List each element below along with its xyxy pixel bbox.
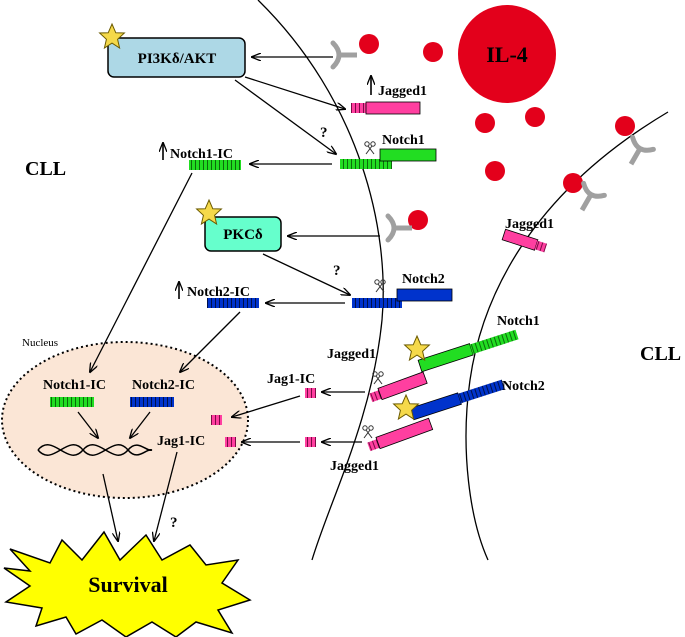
jagged1-ligand — [501, 228, 539, 251]
jag1-ic-fragment — [305, 437, 316, 447]
nuc-notch2-ic-label: Notch2-IC — [132, 378, 195, 393]
jag1-ic-fragment — [225, 437, 236, 447]
jag1-ic-fragment — [211, 415, 222, 425]
jagged1-mid-label: Jagged1 — [327, 347, 376, 362]
jagged1-bottom-label: Jagged1 — [330, 459, 379, 474]
question-mark: ? — [170, 515, 178, 531]
ligand-dot — [408, 210, 428, 230]
ligand-dot — [485, 161, 505, 181]
nucleus-label: Nucleus — [22, 337, 58, 349]
nuc-notch1-ic-label: Notch1-IC — [43, 378, 106, 393]
notch2-ic-up-label: Notch2-IC — [187, 285, 250, 300]
jagged1-ic-domain — [369, 390, 382, 403]
jagged1-ligand — [365, 101, 421, 115]
jagged1-cell2-label: Jagged1 — [505, 217, 554, 232]
il4-label: IL-4 — [486, 42, 528, 67]
receptor-icon — [621, 137, 654, 170]
ligand-dot — [615, 116, 635, 136]
jag1-ic-nuc-label: Jag1-IC — [157, 434, 205, 449]
dna-helix-icon — [37, 444, 153, 456]
notch2-cell1-label: Notch2 — [402, 272, 445, 287]
jagged1-ligand — [377, 371, 428, 401]
notch1-cell2-label: Notch1 — [497, 314, 540, 329]
notch2-cell2-label: Notch2 — [502, 379, 545, 394]
notch1-cell1-label: Notch1 — [382, 133, 425, 148]
signaling-arrows — [77, 57, 380, 541]
notch1-ic-up-label: Notch1-IC — [170, 147, 233, 162]
jag1-ic-fragment — [305, 388, 316, 398]
survival-label: Survival — [88, 572, 167, 597]
notch2-receptor — [409, 392, 462, 421]
jagged1-ligand — [375, 417, 434, 450]
scissors-icon — [372, 371, 384, 385]
membrane-left-cell — [257, 0, 384, 561]
jag1-ic-out-label: Jag1-IC — [267, 372, 315, 387]
pi3k-akt-box — [107, 37, 246, 78]
jagged1-ic-domain — [534, 240, 548, 253]
jagged1-ligand — [351, 103, 366, 113]
il4-cytokine — [458, 5, 556, 103]
notch2-ic-domain — [458, 379, 505, 404]
ligand-dot — [359, 34, 379, 54]
ligand-dot — [563, 173, 583, 193]
pkc-delta-label: PKCδ — [223, 227, 263, 243]
notch2-receptor — [396, 288, 453, 302]
ligand-dot — [423, 42, 443, 62]
notch1-ic-domain — [340, 159, 392, 169]
question-mark: ? — [333, 263, 341, 279]
pkc-delta-box — [204, 216, 282, 252]
scissors-icon — [364, 141, 376, 155]
notch1-ic-fragment — [189, 160, 241, 170]
cll-right-label: CLL — [640, 343, 681, 365]
notch1-receptor — [379, 148, 437, 162]
nucleus — [1, 341, 249, 499]
jagged1-up-label: Jagged1 — [378, 84, 427, 99]
question-mark: ? — [320, 125, 328, 141]
survival-burst — [3, 530, 252, 637]
ligand-dot — [475, 113, 495, 133]
receptor-icon — [333, 43, 357, 67]
pi3k-akt-label: PI3Kδ/AKT — [138, 51, 217, 67]
notch2-ic-domain — [352, 298, 402, 308]
scissors-icon — [362, 425, 374, 439]
notch2-ic-fragment — [207, 298, 259, 308]
notch1-ic-fragment — [50, 397, 94, 407]
notch1-ic-domain — [469, 329, 519, 355]
star-icon — [404, 335, 430, 361]
notch2-ic-fragment — [130, 397, 174, 407]
jagged1-ic-domain — [367, 439, 380, 452]
cll-left-label: CLL — [25, 158, 66, 180]
ligand-dot — [525, 107, 545, 127]
